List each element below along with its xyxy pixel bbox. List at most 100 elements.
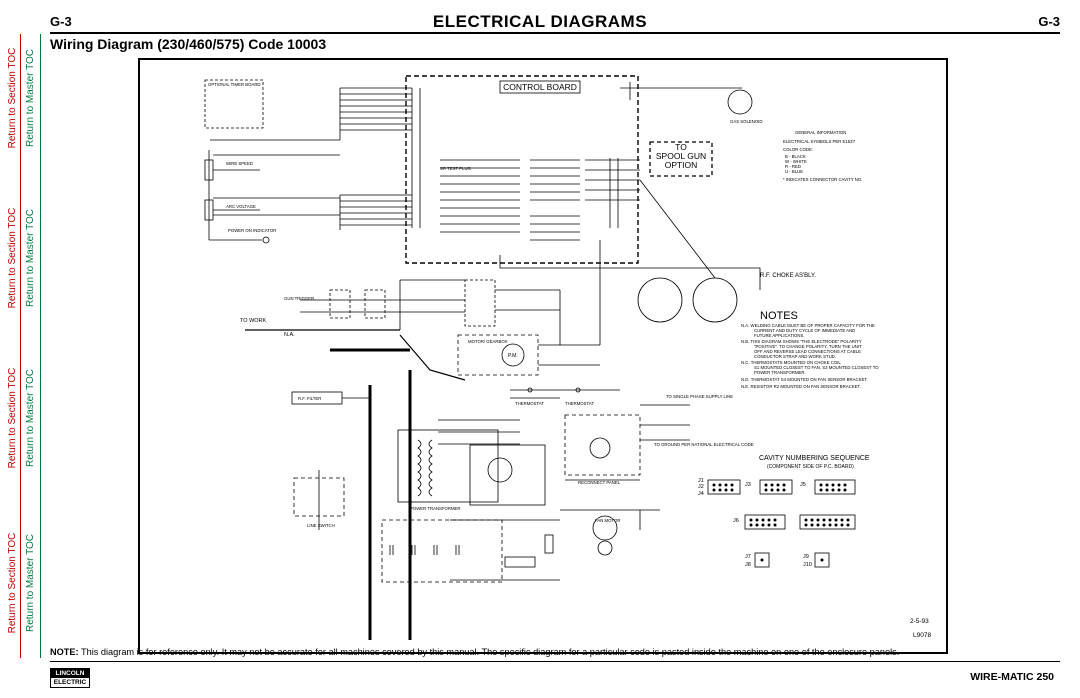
gun-trigger-label: GUN TRIGGER: [284, 296, 314, 301]
general-information: GENERAL INFORMATION ELECTRICAL SYMBOLS P…: [783, 130, 862, 182]
svg-text:J8: J8: [745, 562, 751, 568]
spool-gun-label-2: SPOOL GUN: [656, 151, 706, 161]
capacitor-bank: [381, 519, 503, 583]
cavity-subheading: (COMPONENT SIDE OF P.C. BOARD): [767, 464, 854, 470]
rectifier-box: [469, 444, 546, 506]
svg-text:J7: J7: [745, 554, 751, 560]
header-rule: [50, 32, 1060, 34]
to-work-label: TO WORK: [240, 318, 267, 324]
logo-top-text: LINCOLN: [51, 669, 89, 678]
svg-text:FUTURE APPLICATIONS.: FUTURE APPLICATIONS.: [754, 333, 805, 338]
ground-label: TO GROUND PER NATIONAL ELECTRICAL CODE: [654, 442, 754, 447]
svg-text:N.A. WELDING CABLE MUST BE OF: N.A. WELDING CABLE MUST BE OF PROPER CAP…: [741, 323, 875, 328]
section-title: ELECTRICAL DIAGRAMS: [432, 12, 648, 31]
svg-text:N.C. THERMOSTATS MOUNTED ON C: N.C. THERMOSTATS MOUNTED ON CHOKE COIL: [741, 360, 841, 365]
svg-text:J2: J2: [698, 484, 704, 490]
control-board-label: CONTROL BOARD: [503, 82, 577, 92]
control-board-outline: [405, 75, 639, 264]
rf-filter-label: R.F. FILTER: [298, 396, 321, 401]
center-terminal-rows: [440, 159, 640, 241]
optional-timer-label: OPTIONAL TIMER BOARD: [208, 82, 261, 87]
wiring-diagram-frame: [138, 58, 948, 654]
drawing-date: 2-5-93: [910, 618, 929, 625]
notes-heading: NOTES: [760, 310, 798, 322]
nav-divider-green: [40, 34, 41, 658]
svg-text:J10: J10: [803, 562, 812, 568]
thermostat-label-s4: THERMOSTAT: [565, 401, 594, 406]
reference-note: NOTE: This diagram is for reference only…: [50, 647, 1060, 657]
output-resistor: [504, 556, 536, 568]
resistor-r2: [544, 534, 554, 554]
lincoln-electric-logo: LINCOLN ELECTRIC: [50, 668, 90, 688]
note-text: This diagram is for reference only. It m…: [80, 647, 900, 657]
gas-solenoid-coil: [727, 89, 753, 115]
gun-trigger-connector: [329, 289, 351, 319]
page-number-right: G-3: [1038, 14, 1060, 29]
svg-text:ELECTRICAL SYMBOLS PER E1537: ELECTRICAL SYMBOLS PER E1537: [783, 139, 856, 144]
svg-text:OFF AND REVERSE LEAD CONNECTIO: OFF AND REVERSE LEAD CONNECTIONS AT CABL…: [754, 349, 861, 354]
logo-bottom-text: ELECTRIC: [53, 679, 87, 686]
choke-coil-right: [692, 277, 738, 323]
optional-timer-board: [204, 79, 264, 129]
control-board-label-box: [499, 80, 581, 94]
rectifier: [487, 457, 513, 483]
fan-motor-lower: [597, 540, 613, 556]
motor-gearbox-box: [457, 334, 539, 376]
svg-text:U - BLUE: U - BLUE: [785, 169, 803, 174]
power-on-lamp: [262, 236, 270, 244]
power-on-label: POWER ON INDICATOR: [228, 228, 276, 233]
motor-gearbox-label: MOTOR/ GEARBOX: [468, 339, 508, 344]
thermostat-label-s3: THERMOSTAT: [515, 401, 544, 406]
connector-pins-left: [411, 88, 421, 228]
svg-text:J4: J4: [698, 491, 704, 497]
cavity-pins: [712, 483, 850, 562]
svg-text:J9: J9: [803, 554, 809, 560]
svg-text:J3: J3: [745, 482, 751, 488]
choke-coil-left: [637, 277, 683, 323]
svg-text:POWER TRANSFORMER.: POWER TRANSFORMER.: [754, 370, 806, 375]
page-number-left: G-3: [50, 14, 72, 29]
nav-divider-red: [20, 34, 21, 658]
svg-text:J5: J5: [800, 482, 806, 488]
choke-label: R.F. CHOKE AS'BLY.: [760, 273, 816, 279]
fan-motor: [592, 515, 618, 541]
svg-text:J6: J6: [733, 518, 739, 524]
cavity-diagrams: [707, 479, 856, 568]
line-switch-label: LINE SWITCH: [307, 523, 335, 528]
spool-gun-label-3: OPTION: [665, 160, 698, 170]
connector-pins-right: [609, 82, 631, 228]
trigger-connector-b: [364, 289, 386, 319]
diagram-title: Wiring Diagram (230/460/575) Code 10003: [50, 36, 327, 52]
svg-text:N.D. THERMOSTAT S4 MOUNTED ON: N.D. THERMOSTAT S4 MOUNTED ON FAN SENSOR…: [741, 377, 868, 382]
spool-gun-box: [649, 141, 713, 177]
arc-voltage-label: ARC VOLTAGE: [226, 204, 256, 209]
svg-text:W - WHITE: W - WHITE: [785, 159, 807, 164]
model-name: WIRE-MATIC 250: [970, 671, 1054, 683]
svg-text:COLOR CODE:: COLOR CODE:: [783, 147, 813, 152]
svg-text:S1 MOUNTED CLOSEST TO FAN, S3: S1 MOUNTED CLOSEST TO FAN, S3 MOUNTED CL…: [754, 365, 879, 370]
note-label: NOTE:: [50, 647, 79, 657]
power-transformer-label: POWER TRANSFORMER: [410, 506, 461, 511]
svg-text:* INDICATES CONNECTOR CAVITY N: * INDICATES CONNECTOR CAVITY NO.: [783, 177, 862, 182]
power-transformer-box: [397, 429, 499, 503]
gas-solenoid-label: GAS SOLENOID: [730, 119, 762, 124]
spool-gun-label-1: TO: [675, 142, 687, 152]
svg-text:GENERAL INFORMATION: GENERAL INFORMATION: [795, 130, 846, 135]
connector-labels: J1 J2 J3 J4 J5 J6 J7 J8 J9 J10: [698, 478, 812, 568]
pm-motor: [501, 343, 525, 367]
jumper-circle: [589, 437, 611, 459]
svg-text:J1: J1: [698, 478, 704, 484]
sr-test-label: SR TEST PLUG: [440, 166, 472, 171]
svg-text:N.B. THIS DIAGRAM SHOWS "THE: N.B. THIS DIAGRAM SHOWS "THE ELECTRODE" …: [741, 339, 862, 344]
supply-line-label: TO SINGLE PHASE SUPPLY LINE: [666, 394, 733, 399]
svg-text:R - RED: R - RED: [785, 164, 801, 169]
na-label: N.A.: [284, 332, 295, 338]
cavity-heading: CAVITY NUMBERING SEQUENCE: [759, 455, 870, 462]
notes-list: N.A. WELDING CABLE MUST BE OF PROPER CAP…: [741, 323, 879, 389]
svg-text:B - BLACK: B - BLACK: [785, 154, 806, 159]
trigger-harness-box: [464, 279, 496, 327]
reconnect-panel: [564, 414, 641, 476]
svg-text:CURRENT AND DUTY CYCLE OF IMME: CURRENT AND DUTY CYCLE OF IMMEDIATE AND: [754, 328, 855, 333]
harness-wires-left: [210, 87, 412, 230]
